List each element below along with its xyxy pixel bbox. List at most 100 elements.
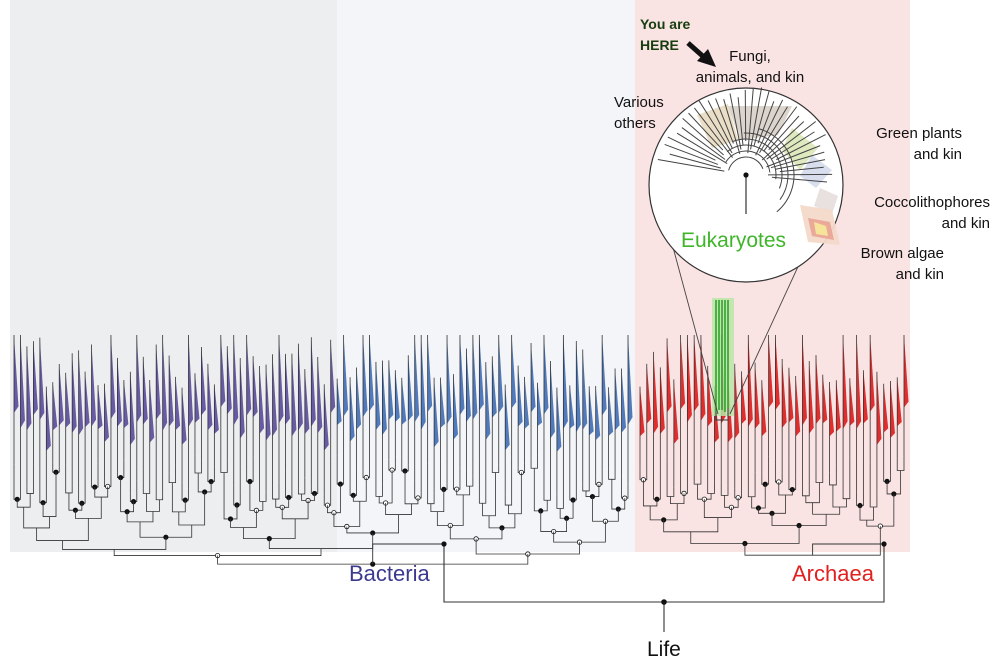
inset-branches [657,87,833,213]
internal-branch [666,461,675,497]
leaf-wedge [694,335,699,412]
leaf-wedge [459,335,465,416]
group-brown-line-2: and kin [895,266,944,283]
leaf-wedge [602,335,607,416]
internal-branch [663,517,719,533]
leaf-wedge [162,335,168,431]
leaf-wedge [375,361,381,430]
bacteria-subtree [13,335,633,567]
eukaryote-inset-tree [648,87,844,283]
group-brown-algae: Brown algae and kin [826,243,944,285]
leaf-wedge [870,335,875,412]
internal-branch [859,505,874,521]
leaf-wedge [897,377,902,427]
leaf-wedge [143,356,148,425]
leaf-wedge [595,385,601,441]
internal-branch [869,462,878,508]
leaf-wedge [240,358,245,439]
leaf-wedge [104,383,109,442]
leaf-wedge [207,363,213,431]
clade-coccolithophores [814,188,838,214]
leaf-wedge [350,377,355,442]
leaf-wedge [427,335,433,413]
leaf-wedge [582,349,588,430]
leaf-wedge [182,387,187,445]
leaf-wedge [136,335,142,423]
leaf-wedge [85,371,90,428]
inset-root-node [743,172,749,178]
leaf-wedge [518,365,523,427]
leaf-wedge [836,380,841,432]
leaf-wedge [849,378,855,426]
leaf-wedge [775,335,780,410]
leaf-wedge [440,377,446,428]
archaea-label: Archaea [792,561,874,586]
leaf-wedge [46,386,51,451]
archaea-stem [812,543,884,556]
leaf-wedge [447,335,452,424]
leaf-wedge [382,360,387,436]
group-green-plants: Green plants and kin [820,123,962,165]
leaf-wedge [214,384,219,434]
leaf-wedge [511,335,517,409]
leaf-wedge [317,356,323,434]
leaf-wedge [479,335,484,411]
leaf-wedge [272,354,278,437]
leaf-wedge [734,363,740,439]
leaf-wedge [291,353,297,437]
leaf-wedge [788,367,794,423]
leaf-wedge [20,335,25,429]
leaf-wedge [388,360,394,420]
zoom-line-left [666,224,719,415]
leaf-wedge [680,335,686,410]
leaf-wedge [304,369,310,434]
leaf-wedge [59,364,64,426]
leaf-wedge [253,356,258,418]
leaf-wedge [175,376,181,431]
leaf-wedge [188,335,194,427]
leaf-wedge [741,371,747,424]
internal-branch [456,486,471,496]
group-coccolithophores: Coccolithophores and kin [840,192,990,234]
leaf-wedge [576,340,581,433]
leaf-wedge [227,346,232,415]
archaea-root-node [881,541,887,547]
leaf-wedge [755,362,760,429]
leaf-wedge [466,348,471,422]
leaf-wedge [26,346,32,431]
life-label: Life [647,638,681,661]
eukaryotes-label: Eukaryotes [681,229,787,252]
leaf-wedge [822,374,828,424]
leaf-wedge [246,335,252,416]
leaf-wedge [531,342,536,413]
clade-brown-algae-yellow [814,222,828,236]
leaf-wedge [556,387,562,452]
leaf-wedge [628,335,633,425]
eukaryote-lineage-stem [715,408,729,421]
internal-branch [430,489,445,513]
leaf-wedge [330,339,336,413]
group-fungi-line-1: Fungi, [729,48,771,65]
leaf-wedge [201,346,206,416]
life-root-branches [443,544,885,632]
leaf-wedge [856,335,862,429]
callout-line-1: You are [640,16,691,32]
leaf-wedge [421,335,426,430]
zoom-line-right [729,244,809,415]
internal-branch [508,472,522,515]
leaf-wedge [91,344,97,427]
leaf-wedge [65,372,71,428]
group-fungi-animals: Fungi, animals, and kin [680,46,820,88]
internal-branch [466,470,474,487]
leaf-wedge [434,377,439,448]
internal-branch [65,464,73,494]
leaf-wedge [130,371,135,445]
internal-branch [75,497,102,519]
leaf-wedge [660,367,665,434]
leaf-wedge [472,335,478,420]
leaf-wedge [543,335,549,415]
leaf-wedge [621,368,627,433]
leaf-wedge [795,376,801,437]
leaf-wedge [14,335,19,413]
leaf-wedge [311,337,316,427]
